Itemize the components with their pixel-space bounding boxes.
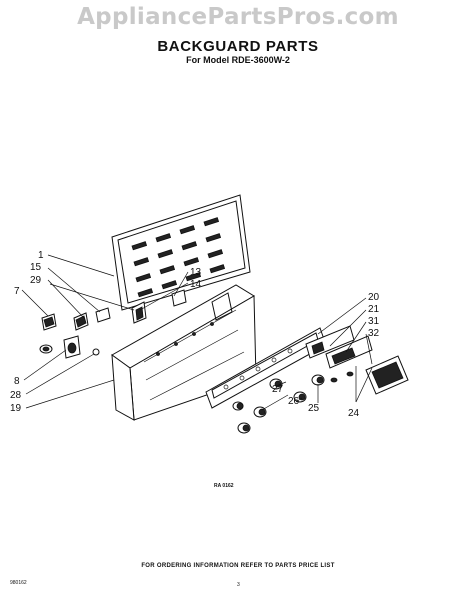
leader-lines — [21, 254, 373, 411]
backguard-rear-panel — [111, 194, 251, 311]
callout-8: 8 — [14, 376, 20, 387]
callout-31: 31 — [368, 316, 380, 327]
callout-27: 27 — [272, 384, 284, 395]
callout-13: 13 — [190, 267, 202, 278]
page-title: BACKGUARD PARTS — [157, 38, 319, 55]
callout-29: 29 — [30, 275, 42, 286]
figure-code: RA 0162 — [214, 483, 234, 489]
callout-15: 15 — [30, 262, 42, 273]
control-panel-housing — [111, 284, 257, 421]
callout-19: 19 — [10, 403, 22, 414]
page-subtitle: For Model RDE-3600W-2 — [186, 55, 290, 65]
callout-25: 25 — [308, 403, 320, 414]
page-number: 3 — [237, 582, 240, 588]
callout-20: 20 — [368, 292, 380, 303]
callout-14: 14 — [190, 279, 202, 290]
control-knobs — [232, 374, 325, 434]
watermark: AppliancePartsPros.com — [77, 4, 399, 30]
callout-32: 32 — [368, 328, 380, 339]
callout-1: 1 — [38, 250, 44, 261]
callout-26: 26 — [288, 396, 300, 407]
callout-21: 21 — [368, 304, 380, 315]
callout-7: 7 — [14, 286, 20, 297]
callout-28: 28 — [10, 390, 22, 401]
callout-24: 24 — [348, 408, 360, 419]
ordering-note: FOR ORDERING INFORMATION REFER TO PARTS … — [141, 563, 335, 569]
document-number: 980162 — [10, 580, 27, 586]
